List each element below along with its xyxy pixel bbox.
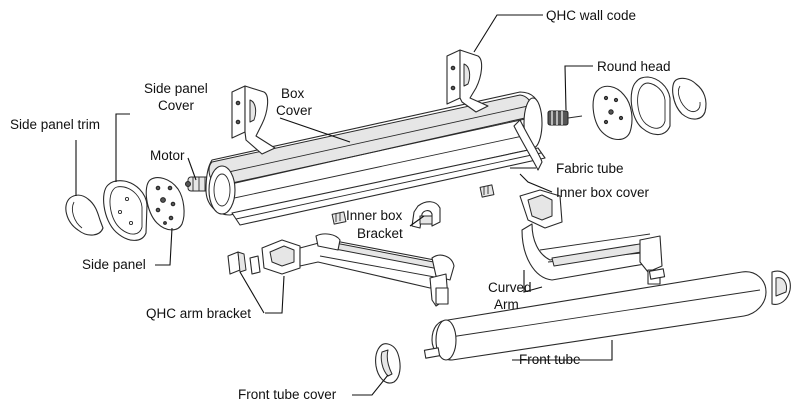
side-panel-cover-part — [103, 180, 148, 241]
side-panel-label: Side panel — [82, 257, 146, 272]
curved-arm-part — [519, 189, 663, 285]
front-tube-cover-part — [375, 343, 401, 384]
qhc-wall-code-part — [446, 49, 489, 113]
front-tube-part — [431, 270, 791, 361]
inner-box-bracket-part — [411, 201, 441, 229]
curved-arm-label-line2: Arm — [494, 297, 519, 312]
side-panel-trim-part — [65, 194, 104, 236]
box-cover-part — [205, 91, 543, 216]
qhc-arm-bracket-label: QHC arm bracket — [146, 306, 251, 321]
qhc-arm-bracket-part — [227, 251, 261, 275]
inner-box-cover-label: Inner box cover — [556, 185, 650, 200]
inner-box-cover-part — [231, 119, 546, 226]
box-clip-left — [331, 211, 347, 225]
left-arm-part — [261, 233, 455, 307]
round-head-label: Round head — [597, 59, 671, 74]
round-head-part — [547, 76, 707, 141]
qhc-wall-code-label: QHC wall code — [546, 8, 636, 23]
fabric-tube-label: Fabric tube — [556, 161, 624, 176]
box-clip-right — [479, 184, 495, 198]
side-panel-cover-label-line2: Cover — [158, 98, 195, 113]
callout-labels: QHC wall code Round head Side panel Cove… — [10, 8, 671, 402]
motor-label: Motor — [150, 148, 185, 163]
left-wall-bracket-part — [231, 85, 276, 155]
side-panel-cover-label-line1: Side panel — [144, 81, 208, 96]
front-tube-cover-label: Front tube cover — [238, 387, 337, 402]
side-panel-trim-label: Side panel trim — [10, 117, 100, 132]
front-tube-clips — [423, 268, 666, 359]
inner-box-bracket-label-line2: Bracket — [357, 226, 403, 241]
box-cover-label-line2: Cover — [276, 103, 313, 118]
leader-lines — [75, 14, 613, 396]
box-cover-label-line1: Box — [281, 86, 305, 101]
side-panel-part — [145, 177, 185, 231]
curved-arm-label-line1: Curved — [488, 280, 532, 295]
inner-box-bracket-label-line1: Inner box — [346, 208, 403, 223]
front-tube-label: Front tube — [519, 352, 581, 367]
